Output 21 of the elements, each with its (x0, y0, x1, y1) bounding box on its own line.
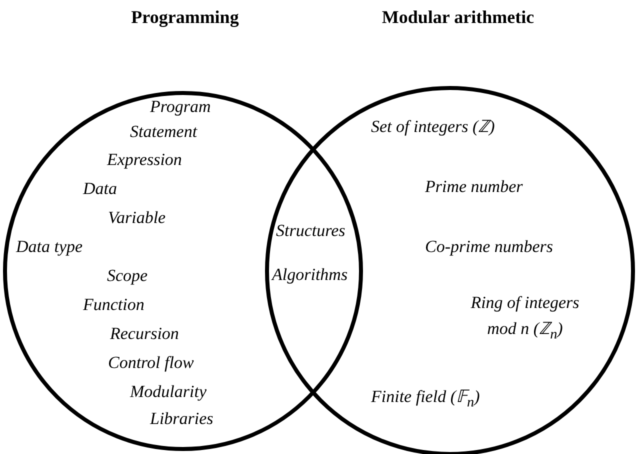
set-element-label: Modularity (130, 381, 206, 403)
set-element-label: Control flow (108, 352, 194, 374)
set-element-label: Program (150, 96, 211, 118)
set-element-label: Ring of integers mod n (ℤ$_{n}$) (470, 292, 580, 344)
set-element-label: Scope (107, 265, 148, 287)
set-element-label: Libraries (150, 408, 214, 430)
set-element-label: Data (83, 178, 117, 200)
set-element-label: Function (83, 294, 144, 316)
set-element-label: Recursion (110, 323, 179, 345)
set-element-label: Co-prime numbers (425, 236, 553, 258)
set-element-label: Expression (107, 149, 182, 171)
set-heading: Modular arithmetic (382, 7, 534, 27)
set-element-label: Prime number (425, 176, 523, 198)
set-element-label: Data type (16, 236, 83, 258)
set-element-label: Set of integers (ℤ) (371, 116, 495, 138)
set-heading: Programming (131, 7, 239, 27)
set-element-label: Statement (130, 121, 198, 143)
set-element-label: Variable (108, 207, 166, 229)
set-element-label: Finite field (𝔽$_{n}$) (371, 386, 480, 412)
set-element-label: Algorithms (272, 264, 348, 286)
set-element-label: Structures (276, 220, 346, 242)
